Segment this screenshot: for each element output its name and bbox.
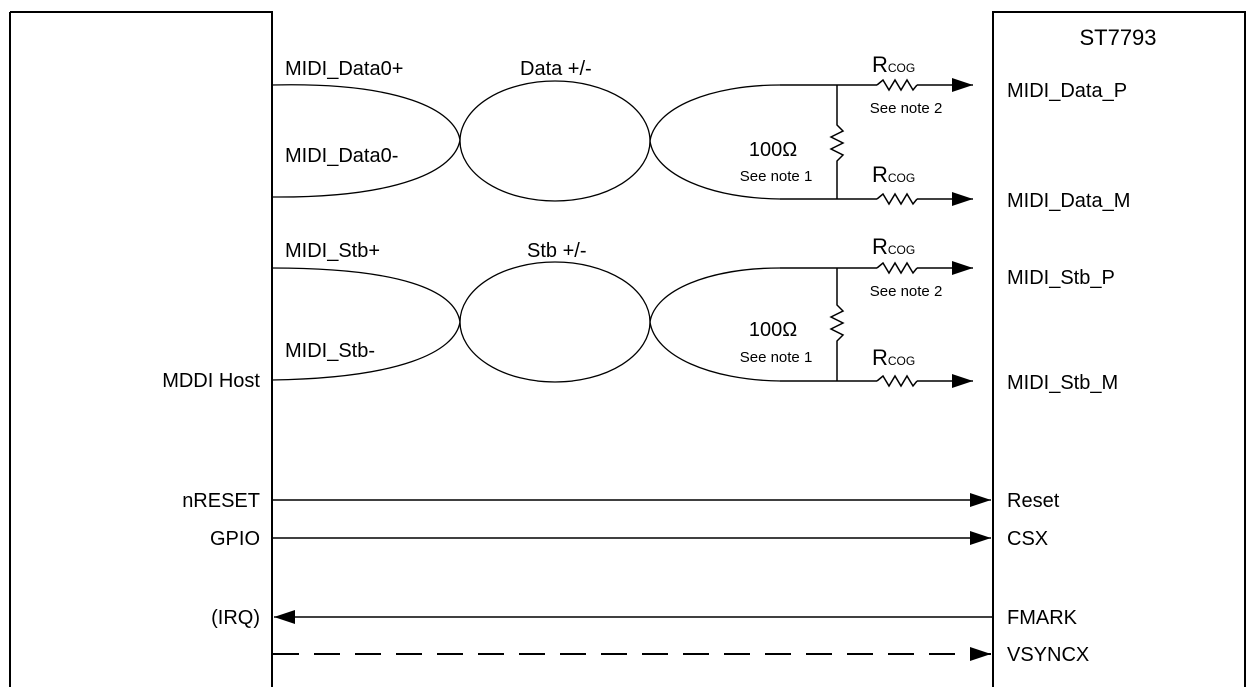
device-title: ST7793 (1079, 25, 1156, 50)
host-irq-label: (IRQ) (211, 607, 260, 629)
rcog-stb-p (876, 261, 973, 275)
pin-vsyncx: VSYNCX (1007, 644, 1089, 666)
rcog-stb-m (876, 374, 973, 388)
pin-data-m: MIDI_Data_M (1007, 190, 1130, 212)
data-pair-cable (271, 80, 781, 202)
data-pos-label: MIDI_Data0+ (285, 58, 403, 80)
host-reset-label: nRESET (182, 490, 260, 512)
termination-value-stb: 100Ω (749, 319, 797, 341)
rcog-label-data-m: RCOG (872, 162, 915, 187)
pin-stb-m: MIDI_Stb_M (1007, 372, 1118, 394)
data-neg-label: MIDI_Data0- (285, 145, 398, 167)
stb-termination-wiring (780, 267, 877, 382)
data-termination-wiring (780, 84, 877, 200)
stb-pos-label: MIDI_Stb+ (285, 240, 380, 262)
rcog-label-stb-m: RCOG (872, 345, 915, 370)
termination-note-stb: See note 1 (740, 349, 813, 366)
stb-neg-label: MIDI_Stb- (285, 340, 375, 362)
rcog-note-stb: See note 2 (870, 283, 943, 300)
pin-fmark: FMARK (1007, 607, 1078, 629)
rcog-label-stb-p: RCOG (872, 234, 915, 259)
host-gpio-label: GPIO (210, 528, 260, 550)
device-block (992, 11, 1246, 687)
termination-value-data: 100Ω (749, 139, 797, 161)
data-pair-label: Data +/- (520, 58, 592, 80)
host-block (9, 11, 273, 687)
rcog-data-p (876, 78, 973, 92)
rcog-data-m (876, 192, 973, 206)
pin-data-p: MIDI_Data_P (1007, 80, 1127, 102)
pin-reset: Reset (1007, 490, 1060, 512)
rcog-label-data-p: RCOG (872, 52, 915, 77)
pin-stb-p: MIDI_Stb_P (1007, 267, 1115, 289)
stb-pair-label: Stb +/- (527, 240, 586, 262)
host-title: MDDI Host (162, 370, 260, 392)
stb-pair-cable (271, 261, 781, 383)
termination-note-data: See note 1 (740, 168, 813, 185)
rcog-note-data: See note 2 (870, 100, 943, 117)
pin-csx: CSX (1007, 528, 1048, 550)
